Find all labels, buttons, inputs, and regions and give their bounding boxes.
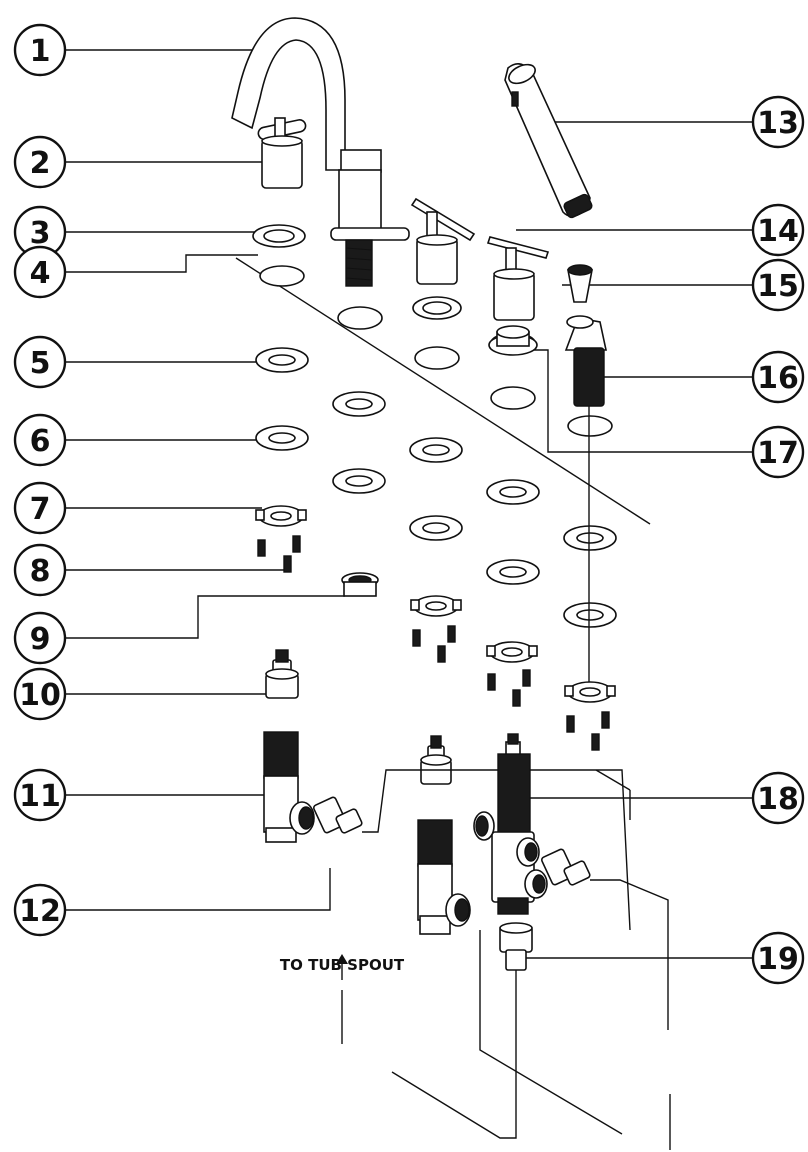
- callout-number: 3: [30, 216, 51, 251]
- callout-circle: [13, 245, 67, 299]
- callout-14: 14: [751, 203, 805, 257]
- callout-number: 16: [757, 361, 799, 396]
- callout-16: 16: [751, 350, 805, 404]
- callout-13: 13: [751, 95, 805, 149]
- callout-11: 11: [13, 768, 67, 822]
- callout-circle: [13, 135, 67, 189]
- callout-number: 12: [19, 894, 61, 929]
- callout-7: 7: [13, 481, 67, 535]
- callout-5: 5: [13, 335, 67, 389]
- callout-1: 1: [13, 23, 67, 77]
- callout-circle: [13, 23, 67, 77]
- callout-circle: [13, 667, 67, 721]
- callout-number: 8: [30, 554, 51, 589]
- callout-4: 4: [13, 245, 67, 299]
- divider-line: [235, 257, 651, 525]
- callout-circle: [751, 771, 805, 825]
- callout-number: 15: [757, 269, 799, 304]
- callout-10: 10: [13, 667, 67, 721]
- valve-body-center: [417, 819, 471, 935]
- outlet-nipple: [499, 922, 533, 971]
- callout-circle: [751, 203, 805, 257]
- tub-spout-note: TO TUB SPOUT: [280, 956, 405, 974]
- valve-body-left: [263, 731, 315, 843]
- callout-15: 15: [751, 258, 805, 312]
- flange-nut: [488, 325, 538, 356]
- callout-number: 9: [30, 622, 51, 657]
- bracket-center-1: [410, 595, 462, 663]
- callout-18: 18: [751, 771, 805, 825]
- handle-right: [486, 236, 550, 321]
- callout-circle: [13, 481, 67, 535]
- callout-number: 14: [757, 214, 799, 249]
- callout-number: 7: [30, 492, 51, 527]
- callout-number: 5: [30, 346, 51, 381]
- callout-number: 1: [30, 34, 51, 69]
- callout-12: 12: [13, 883, 67, 937]
- handle-center: [410, 197, 476, 285]
- shower-holder-base: [564, 315, 607, 407]
- pipe-lines: [341, 769, 671, 1150]
- callout-number: 13: [757, 106, 799, 141]
- cartridge-center: [420, 735, 452, 785]
- cartridge-left: [265, 649, 299, 699]
- bracket-right: [564, 681, 616, 751]
- hose-fitting-right: [540, 848, 669, 1030]
- handle-left: [257, 117, 307, 189]
- callout-circle: [751, 931, 805, 985]
- callout-circle: [13, 611, 67, 665]
- callout-9: 9: [13, 611, 67, 665]
- callout-circle: [13, 335, 67, 389]
- callout-number: 17: [757, 436, 799, 471]
- callout-8: 8: [13, 543, 67, 597]
- callout-17: 17: [751, 425, 805, 479]
- hand-shower: [504, 63, 593, 219]
- callout-circle: [13, 543, 67, 597]
- callout-circle: [751, 425, 805, 479]
- hose-connector: [567, 264, 593, 303]
- callout-circle: [13, 768, 67, 822]
- leader-lines: [66, 49, 752, 959]
- callout-number: 4: [30, 256, 51, 291]
- callout-number: 18: [757, 782, 799, 817]
- callout-2: 2: [13, 135, 67, 189]
- diverter-body: [473, 733, 548, 915]
- locknut: [341, 572, 379, 597]
- hose-fitting: [312, 769, 631, 931]
- callout-19: 19: [751, 931, 805, 985]
- spout: [231, 17, 410, 287]
- bracket-center-2: [486, 641, 538, 707]
- callout-number: 6: [30, 424, 51, 459]
- callout-circle: [13, 413, 67, 467]
- callout-circle: [751, 350, 805, 404]
- bracket-7: [255, 505, 307, 573]
- callout-number: 11: [19, 779, 61, 814]
- callout-circle: [13, 883, 67, 937]
- callout-number: 10: [19, 678, 61, 713]
- tub-spout-arrow: [336, 954, 348, 980]
- spout-thread: [345, 247, 373, 281]
- callout-circle: [751, 95, 805, 149]
- callout-6: 6: [13, 413, 67, 467]
- callout-number: 19: [757, 942, 799, 977]
- washers: [252, 224, 617, 628]
- callout-circle: [751, 258, 805, 312]
- callout-number: 2: [30, 146, 51, 181]
- callout-3: 3: [13, 205, 67, 259]
- mounting-brackets: [255, 505, 616, 751]
